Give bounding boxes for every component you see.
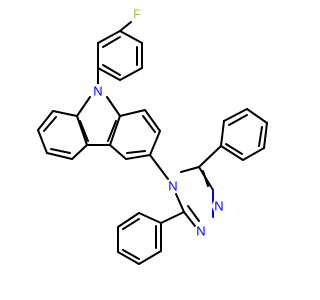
triazole-n1-label: N xyxy=(214,199,223,214)
atom-triazole-n4: N xyxy=(166,179,180,194)
carbazole-triazole-bond xyxy=(149,154,169,180)
atom-carbazole-nitrogen: N xyxy=(91,84,105,99)
carbazole-nitrogen-label: N xyxy=(93,84,102,99)
triazole-n4-label: N xyxy=(168,179,177,194)
carbazole-right-ring xyxy=(107,109,161,160)
atom-triazole-n2: N xyxy=(194,224,208,239)
fluorine-label: F xyxy=(133,7,141,22)
atom-fluorine: F xyxy=(133,7,141,22)
structure-canvas: F N N N N xyxy=(37,7,268,265)
carbazole-pyrrole-ring xyxy=(76,96,121,146)
molecule-diagram: F N N N N xyxy=(37,7,268,265)
phenyl-ring-lower xyxy=(117,211,185,265)
atom-triazole-n1: N xyxy=(212,199,226,214)
triazole-n2-label: N xyxy=(196,224,205,239)
carbazole-left-ring xyxy=(37,110,89,160)
phenyl-ring-upper xyxy=(198,108,268,168)
c-f-bond xyxy=(119,21,132,32)
fluorophenyl-ring xyxy=(97,21,143,81)
triazole-ring xyxy=(175,166,214,227)
